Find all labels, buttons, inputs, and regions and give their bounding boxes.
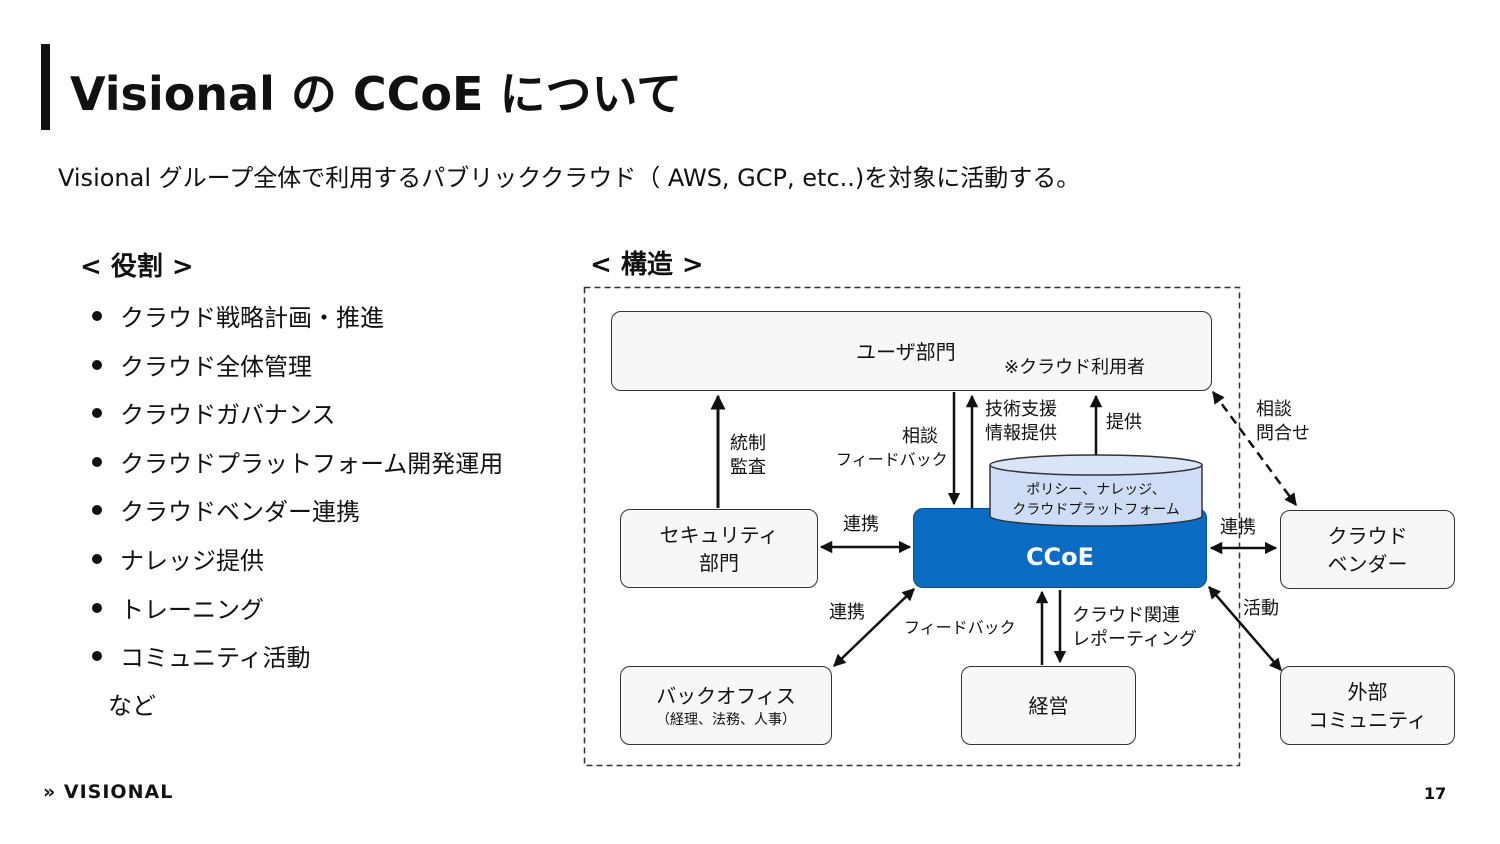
bullet-icon: [92, 505, 102, 516]
page-number: 17: [1424, 784, 1447, 803]
label-consult: 相談: [902, 426, 938, 447]
node-external-community: 外部 コミュニティ: [1280, 666, 1455, 745]
structure-heading: < 構造 >: [590, 250, 704, 280]
node-knowledge-store: ポリシー、ナレッジ、 クラウドプラットフォーム: [1012, 482, 1180, 518]
edge-vendor-consult: [1211, 390, 1298, 507]
bullet-icon: [92, 651, 102, 662]
label-reporting: クラウド関連 レポーティング: [1072, 605, 1197, 650]
bullet-icon: [92, 456, 102, 467]
label-tech-support: 技術支援 情報提供: [985, 399, 1057, 444]
bullet-icon: [92, 359, 102, 370]
label-governance: 統制 監査: [730, 433, 766, 478]
title-accent-bar: [41, 44, 50, 130]
bullet-icon: [92, 553, 102, 564]
visional-logo: » VISIONAL: [43, 781, 174, 803]
bullet-icon: [92, 311, 102, 321]
label-vendor-consult: 相談 問合せ: [1256, 399, 1310, 444]
list-item: クラウド全体管理: [92, 345, 503, 394]
edge-activity: [1208, 586, 1282, 671]
list-item: ナレッジ提供: [92, 539, 503, 588]
structure-frame: [583, 286, 1241, 767]
node-management: 経営: [961, 666, 1136, 745]
list-item: クラウド戦略計画・推進: [92, 296, 503, 345]
page-subtitle: Visional グループ全体で利用するパブリッククラウド（ AWS, GCP,…: [58, 164, 1081, 192]
label-activity: 活動: [1243, 598, 1279, 619]
bullet-icon: [92, 408, 102, 419]
node-user-department-label: ユーザ部門: [856, 340, 956, 364]
label-feedback: フィードバック: [836, 450, 948, 469]
label-provide: 提供: [1106, 412, 1142, 433]
node-user-department: ユーザ部門 ※クラウド利用者: [611, 311, 1212, 391]
list-item: クラウドガバナンス: [92, 393, 503, 442]
double-chevron-icon: »: [43, 781, 57, 803]
node-user-department-note: ※クラウド利用者: [1004, 357, 1146, 378]
node-back-office: バックオフィス （経理、法務、人事）: [620, 666, 832, 745]
edge-link-backoffice: [833, 588, 915, 667]
label-mgmt-feedback: フィードバック: [904, 618, 1016, 637]
list-item: トレーニング: [92, 588, 503, 637]
node-security-department: セキュリティ 部門: [620, 509, 818, 588]
roles-list: クラウド戦略計画・推進 クラウド全体管理 クラウドガバナンス クラウドプラットフ…: [92, 296, 503, 685]
list-item: コミュニティ活動: [92, 636, 503, 685]
label-link-backoffice: 連携: [829, 602, 865, 623]
roles-heading: < 役割 >: [80, 252, 194, 282]
node-ccoe: CCoE: [913, 508, 1207, 588]
page-title: Visional の CCoE について: [70, 67, 683, 121]
list-item: クラウドベンダー連携: [92, 490, 503, 539]
label-link-security: 連携: [843, 514, 879, 535]
node-cloud-vendor: クラウド ベンダー: [1280, 510, 1455, 589]
roles-etc: など: [108, 692, 156, 720]
list-item: クラウドプラットフォーム開発運用: [92, 442, 503, 491]
bullet-icon: [92, 602, 102, 613]
label-link-vendor: 連携: [1220, 517, 1256, 538]
